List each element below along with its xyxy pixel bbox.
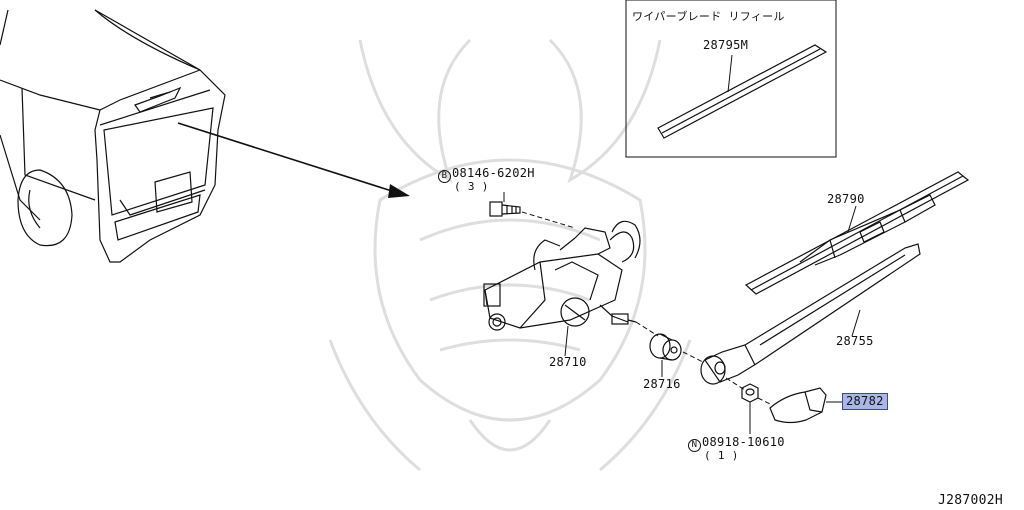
bolt-number: 08146-6202H: [452, 166, 535, 180]
label-seal: 28716: [643, 377, 681, 391]
arrow-pointer: [177, 122, 410, 198]
dash-cap: [757, 397, 773, 406]
watermark-emblem: [328, 38, 692, 472]
leader-motor: [564, 325, 569, 357]
label-blade: 28790: [827, 192, 865, 206]
inset-box: [625, 0, 837, 158]
leader-blade: [847, 205, 857, 233]
seal-drawing: [649, 333, 682, 361]
dash-shaft: [635, 321, 659, 337]
diagram-id: J287002H: [938, 493, 1004, 508]
van-rear-drawing: [0, 9, 226, 263]
nut-number: 08918-10610: [702, 435, 785, 449]
cap-drawing: [769, 387, 827, 424]
wiper-motor-drawing: [483, 220, 641, 331]
dash-bolt: [521, 211, 576, 229]
bolt-drawing: [489, 201, 521, 217]
refill-strip-drawing: [657, 44, 828, 139]
dash-seal: [682, 351, 704, 363]
wiper-blade-drawing: [744, 171, 970, 295]
label-refill-part: 28795M: [703, 38, 749, 52]
label-motor: 28710: [549, 355, 587, 369]
leader-refill: [727, 54, 733, 93]
nut-prefix-circle: N: [688, 439, 701, 452]
leader-arm: [851, 309, 861, 337]
bolt-prefix-circle: B: [438, 170, 451, 183]
label-nut-qty: ( 1 ): [704, 449, 739, 462]
inset-title: ワイパーブレード リフィール: [632, 10, 785, 23]
wiper-arm-drawing: [700, 243, 921, 385]
label-cap-highlighted[interactable]: 28782: [842, 393, 888, 410]
nut-drawing: [741, 383, 759, 403]
label-bolt-qty: ( 3 ): [454, 180, 489, 193]
label-arm: 28755: [836, 334, 874, 348]
